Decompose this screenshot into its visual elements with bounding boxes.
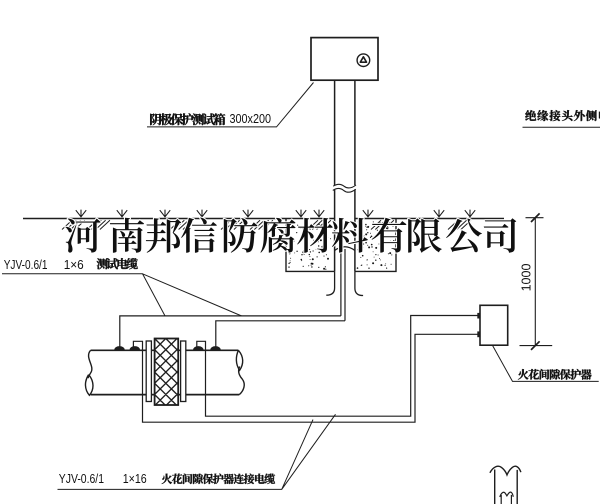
svg-text:1000: 1000 <box>520 264 534 292</box>
svg-text:1×6: 1×6 <box>64 257 84 272</box>
svg-text:YJV-0.6/1: YJV-0.6/1 <box>59 471 104 486</box>
svg-text:1×16: 1×16 <box>123 471 147 486</box>
svg-text:YJV-0.6/1: YJV-0.6/1 <box>4 257 48 272</box>
svg-text:300x200: 300x200 <box>230 111 272 126</box>
